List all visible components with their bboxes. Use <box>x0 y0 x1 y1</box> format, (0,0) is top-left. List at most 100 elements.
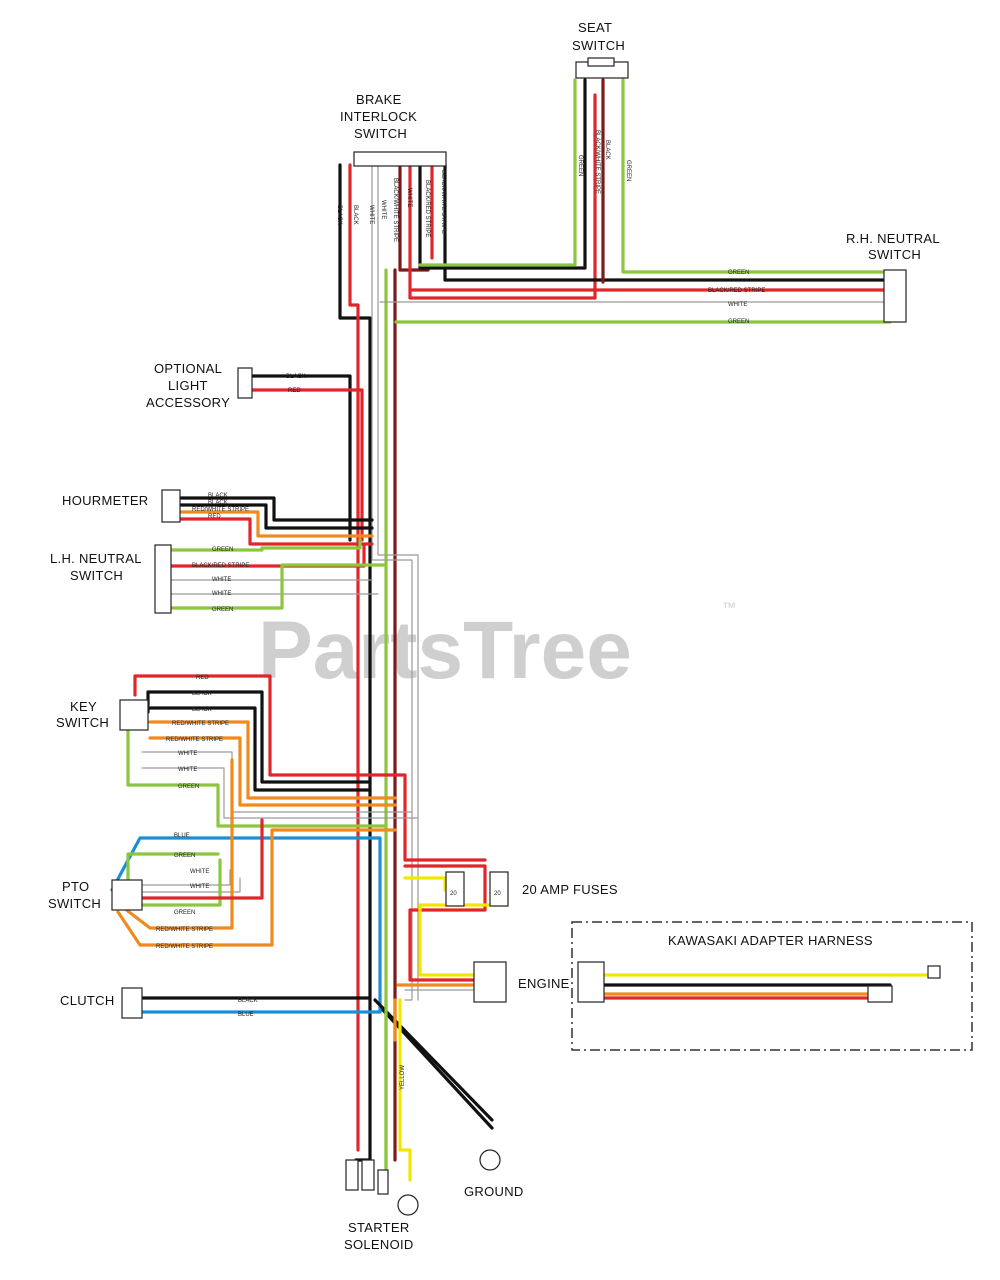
rh-neutral-label-2: SWITCH <box>868 247 921 262</box>
pto-switch-wires <box>110 758 397 1014</box>
wire-label: GREEN <box>178 784 199 790</box>
lh-neutral-wires <box>168 538 388 610</box>
kawasaki-connector <box>577 961 605 1003</box>
solenoid-label-1: STARTER <box>348 1220 410 1235</box>
brake-label-1: BRAKE <box>356 92 402 107</box>
wire-label: GREEN <box>212 547 233 553</box>
pto-label-2: SWITCH <box>48 896 101 911</box>
wire-label: GREEN <box>174 853 195 859</box>
light-label-3: ACCESSORY <box>146 395 230 410</box>
wire-label: BLACK <box>336 205 342 225</box>
wire-label: RED/WHITE STRIPE <box>172 721 229 727</box>
wire-label: RED/WHITE STRIPE <box>156 927 213 933</box>
wire-label: RED/WHITE STRIPE <box>166 737 223 743</box>
key-switch-label-1: KEY <box>70 699 97 714</box>
wire-label: GREEN <box>577 155 583 176</box>
wire-label: BLACK/WHITE STRIPE <box>392 178 398 242</box>
wire-label: WHITE <box>212 577 231 583</box>
wire-label: YELLOW <box>400 1065 406 1090</box>
wire-label: BLACK/RED STRIPE <box>192 563 249 569</box>
wire-label: RED/WHITE STRIPE <box>156 944 213 950</box>
light-label-1: OPTIONAL <box>154 361 222 376</box>
fuse-1-label: 20 <box>450 891 457 897</box>
clutch-label: CLUTCH <box>60 993 115 1008</box>
wire-label: BLACK <box>352 205 358 225</box>
seat-switch-wires <box>418 78 892 284</box>
wire-label: WHITE <box>190 884 209 890</box>
lh-neutral-label-1: L.H. NEUTRAL <box>50 551 142 566</box>
fuse-2-label: 20 <box>494 891 501 897</box>
pto-label-1: PTO <box>62 879 89 894</box>
watermark-tm: ™ <box>722 599 736 615</box>
solenoid-terminal <box>397 1194 419 1216</box>
wire-label: BLACK <box>286 374 306 380</box>
rh-neutral-connector <box>883 269 907 323</box>
wire-label: RED <box>208 514 221 520</box>
wire-label: BLACK <box>208 493 228 499</box>
wire-label: GREEN <box>212 607 233 613</box>
wire-label: GREEN <box>625 160 631 181</box>
light-wires <box>250 374 364 542</box>
seat-switch-label-2: SWITCH <box>572 38 625 53</box>
wire-label: BLUE <box>238 1012 254 1018</box>
fuses-label: 20 AMP FUSES <box>522 882 618 897</box>
kawasaki-label: KAWASAKI ADAPTER HARNESS <box>668 933 873 948</box>
pto-switch-connector <box>111 879 143 911</box>
brake-switch-connector <box>353 151 447 167</box>
ground-terminal <box>479 1149 501 1171</box>
fuse-1 <box>445 871 465 907</box>
ground-label: GROUND <box>464 1184 524 1199</box>
wire-label: WHITE <box>178 767 197 773</box>
kawasaki-wires <box>598 973 932 1000</box>
ground-solenoid-wires <box>373 998 494 1182</box>
wire-label: WHITE <box>190 869 209 875</box>
key-switch-connector <box>119 699 149 731</box>
seat-switch-label-1: SEAT <box>578 20 612 35</box>
wire-label: BLACK/WHITE STRIPE <box>440 170 446 234</box>
light-label-2: LIGHT <box>168 378 208 393</box>
wire-label: BLACK <box>604 140 610 160</box>
wire-label: GREEN <box>728 270 749 276</box>
wire-label: WHITE <box>212 591 231 597</box>
wire-label: WHITE <box>728 302 747 308</box>
rh-neutral-label-1: R.H. NEUTRAL <box>846 231 940 246</box>
hourmeter-wires <box>178 496 374 546</box>
wire-label: RED <box>288 388 301 394</box>
wire-label: RED <box>196 675 209 681</box>
wire-label: BLACK <box>238 998 258 1004</box>
engine-connector <box>473 961 507 1003</box>
wire-label: BLACK/RED STRIPE <box>708 288 765 294</box>
wire-label: WHITE <box>406 188 412 207</box>
vertical-wire-labels: BLACK BLACK WHITE WHITE BLACK/WHITE STRI… <box>336 130 631 1090</box>
solenoid-label-2: SOLENOID <box>344 1237 414 1252</box>
watermark: PartsTree <box>258 605 632 696</box>
key-switch-wires <box>126 674 487 862</box>
lh-neutral-connector <box>154 544 172 614</box>
hourmeter-label: HOURMETER <box>62 493 148 508</box>
hourmeter-connector <box>161 489 181 523</box>
wire-label: GREEN <box>728 319 749 325</box>
connectors <box>111 57 941 1216</box>
clutch-connector <box>121 987 143 1019</box>
wire-label: WHITE <box>368 205 374 224</box>
wire-label: BLACK/RED STRIPE <box>424 180 430 237</box>
light-connector <box>237 367 253 399</box>
key-switch-label-2: SWITCH <box>56 715 109 730</box>
brake-label-2: INTERLOCK <box>340 109 417 124</box>
clutch-wires <box>138 996 382 1014</box>
wire-label: BLACK <box>192 691 212 697</box>
kawasaki-box <box>571 921 973 1051</box>
brake-label-3: SWITCH <box>354 126 407 141</box>
fuse-2 <box>489 871 509 907</box>
wire-label: RED/WHITE STRIPE <box>192 507 249 513</box>
lh-neutral-label-2: SWITCH <box>70 568 123 583</box>
wire-label: BLACK/WHITE STRIPE <box>594 130 600 194</box>
wire-label: GREEN <box>174 910 195 916</box>
wire-label: BLUE <box>174 833 190 839</box>
wire-labels: GREEN BLACK/RED STRIPE WHITE GREEN BLACK… <box>156 270 765 1018</box>
wire-label: BLACK <box>208 500 228 506</box>
brake-switch-wires <box>379 78 892 324</box>
wire-label: WHITE <box>178 751 197 757</box>
